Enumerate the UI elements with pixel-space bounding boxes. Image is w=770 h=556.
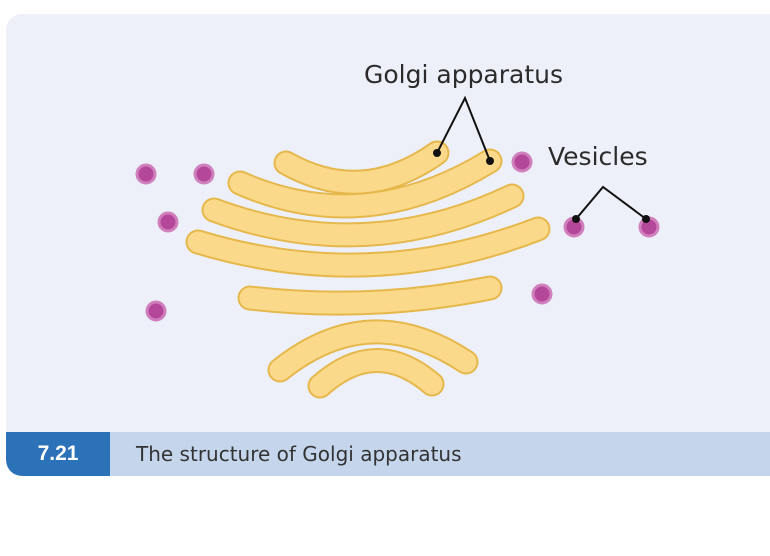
cisterna-7 [307, 348, 445, 399]
cisterna-2 [227, 148, 503, 219]
cisterna-1 [273, 140, 450, 195]
vesicles [135, 151, 660, 322]
cisterna-5 [237, 275, 503, 316]
figure-number-badge: 7.21 [6, 432, 110, 476]
vesicles-leader-lines [572, 185, 650, 223]
vesicle [511, 151, 533, 173]
vesicle [145, 300, 167, 322]
cisterna-4 [185, 216, 551, 278]
vesicle [157, 211, 179, 233]
cisterna-3 [201, 183, 525, 248]
vesicles-label: Vesicles [548, 142, 648, 171]
vesicle [193, 163, 215, 185]
golgi-apparatus-label: Golgi apparatus [364, 60, 563, 89]
vesicle [135, 163, 157, 185]
golgi-leader-lines [433, 95, 494, 165]
caption-bar: 7.21 The structure of Golgi apparatus [6, 432, 770, 476]
figure-caption: The structure of Golgi apparatus [136, 442, 462, 466]
cisterna-6 [267, 319, 479, 383]
golgi-diagram: Golgi apparatus Vesicles [135, 60, 660, 399]
vesicle [531, 283, 553, 305]
figure-panel: Golgi apparatus Vesicles 7.21 The struct… [6, 14, 770, 476]
golgi-stack [185, 140, 551, 399]
